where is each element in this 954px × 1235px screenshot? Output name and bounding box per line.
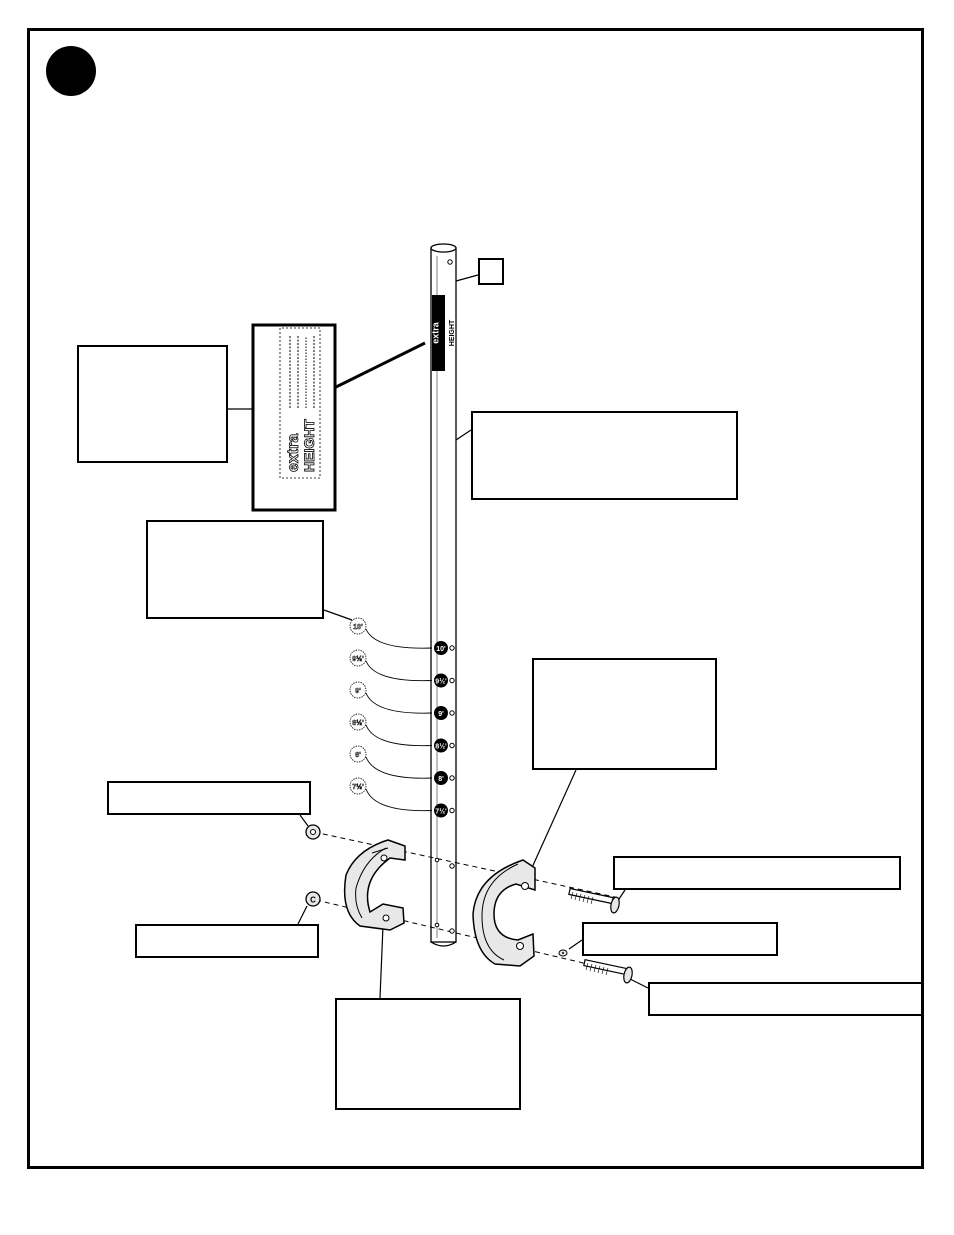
height-marker: 7½' 7½' [349,777,455,818]
pole-decal: extra HEIGHT [431,295,456,371]
assembly-line-upper [313,831,616,898]
nut-lower-callout-box [135,924,319,958]
nut-upper-callout-box [107,781,311,815]
bolt-upper-callout-box [613,856,901,890]
bolt-lower-callout-box [648,982,923,1016]
loose-marker-label: 10' [353,624,363,631]
loose-marker-label: 7½' [352,783,364,791]
decal-zoom-text-2: HEIGHT [301,419,317,472]
loose-marker-label: 9½' [352,655,364,663]
nut-lower: C [305,891,321,907]
leader-pole [455,429,472,441]
washer-callout-box [582,922,778,956]
leader-washer [568,939,583,950]
height-marker: 8½' 8½' [349,713,455,753]
front-bracket [472,859,536,967]
leader-part-id [455,274,479,282]
rear-bracket-callout-box [335,998,521,1110]
pole-marker-label: 8' [438,776,444,783]
leader-front-bracket [529,769,577,873]
leader-decal-zoom [333,341,426,390]
loose-marker-label: 9' [355,688,361,695]
height-marker: 9½' 9½' [349,649,455,688]
height-marker: 8' 8' [349,745,455,785]
rear-bracket [343,839,406,931]
decal-zoom-text-1: extra [285,434,302,472]
leader-height-markers [323,609,353,621]
decal-zoom-art: extra HEIGHT [279,327,321,479]
instruction-frame [27,28,924,1169]
pole-marker-label: 8½' [435,743,447,751]
loose-marker-label: 8½' [352,719,364,727]
height-marker: 9' 9' [349,681,455,720]
loose-marker-label: 8' [355,752,361,759]
leader-bolt-lower [627,977,649,989]
decal-callout-box [77,345,228,463]
decal-zoom-box [251,323,337,512]
bolt-lower [583,958,633,984]
pole-marker-label: 9' [438,711,444,718]
leader-rear-bracket [379,925,384,999]
pole-marker-label: 10' [436,646,446,653]
height-markers-layer: 10' 10' 9½' 9½' 9' 9' 8½' 8½' 8' 8' 7½' 7½' [349,617,455,818]
nut-upper [305,824,321,840]
front-bracket-callout-box [532,658,717,770]
svg-text:C: C [310,896,316,905]
pole-decal-text-2: HEIGHT [449,319,456,346]
leader-nut-upper [299,814,309,827]
height-markers-callout-box [146,520,324,619]
leader-nut-lower [297,905,308,925]
height-marker: 10' 10' [349,617,455,655]
part-id-box [478,258,504,285]
bolt-upper [568,887,620,914]
step-number-badge [46,46,96,96]
pole-marker-label: 7½' [435,808,447,816]
washer [558,949,568,957]
pole-marker-label: 9½' [435,678,447,686]
pole-callout-box [471,411,738,500]
pole-decal-text-1: extra [431,321,441,344]
